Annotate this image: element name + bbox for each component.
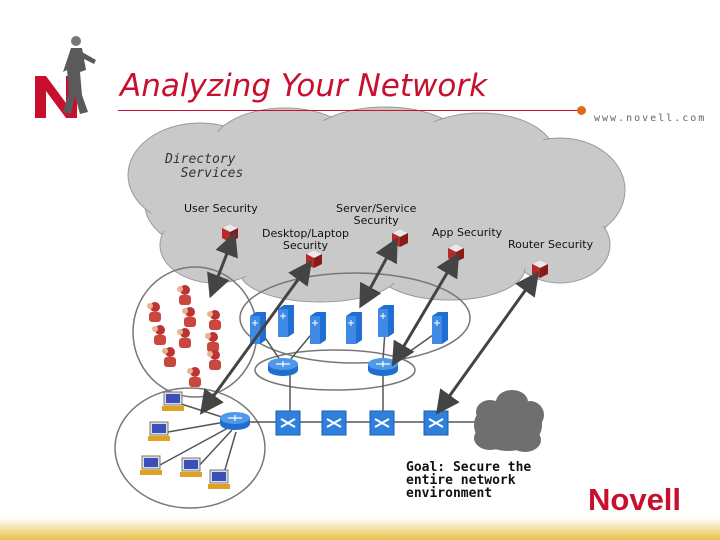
workstations-group-outline	[114, 387, 266, 509]
security-arrows	[199, 231, 539, 415]
computer-icon	[140, 455, 162, 475]
person-icon	[147, 302, 161, 322]
person-icon	[207, 350, 221, 370]
app-security-label: App Security	[432, 226, 503, 239]
computer-icon	[180, 457, 202, 477]
router-icon	[220, 412, 250, 430]
user-security-label: User Security	[184, 202, 258, 215]
novell-n-logo	[35, 36, 96, 118]
switch-icon	[321, 410, 347, 436]
slide-title: Analyzing Your Network	[120, 68, 488, 104]
arrow-server-security	[359, 237, 398, 309]
server-tower-icon	[346, 312, 362, 344]
person-icon	[162, 347, 176, 367]
computer-icon	[162, 391, 184, 411]
person-icon	[207, 310, 221, 330]
server-tower-icon	[278, 305, 294, 337]
person-icon	[187, 367, 201, 387]
title-divider	[118, 110, 580, 111]
arrow-router-security	[436, 271, 539, 415]
url-dot-icon	[577, 106, 586, 115]
switch-icon	[423, 410, 449, 436]
users-cluster	[147, 285, 221, 387]
desktop-laptop-security-label: Desktop/Laptop Security	[262, 227, 349, 252]
server-service-security-label: Server/Service Security	[336, 202, 417, 227]
router-icon	[368, 358, 398, 376]
server-tower-icon	[432, 312, 448, 344]
person-icon	[205, 332, 219, 352]
directory-services-label: Directory Services	[165, 152, 244, 181]
person-icon	[152, 325, 166, 345]
switch-icon	[369, 410, 395, 436]
person-icon	[182, 307, 196, 327]
arrow-desktop-security	[199, 260, 313, 415]
computer-icon	[208, 469, 230, 489]
person-icon	[177, 328, 191, 348]
novell-wordmark: Novell	[588, 482, 682, 517]
internet-cloud-icon	[474, 390, 544, 452]
server-tower-icon	[378, 305, 394, 337]
switch-icon	[275, 410, 301, 436]
server-tower-icon	[310, 312, 326, 344]
goal-statement: Goal: Secure the entire network environm…	[406, 460, 532, 501]
workstations-cluster	[140, 391, 230, 489]
footer-band	[0, 518, 720, 540]
router-security-label: Router Security	[508, 238, 594, 251]
person-icon	[177, 285, 191, 305]
website-url: www.novell.com	[594, 113, 707, 124]
router-icon	[268, 358, 298, 376]
computer-icon	[148, 421, 170, 441]
